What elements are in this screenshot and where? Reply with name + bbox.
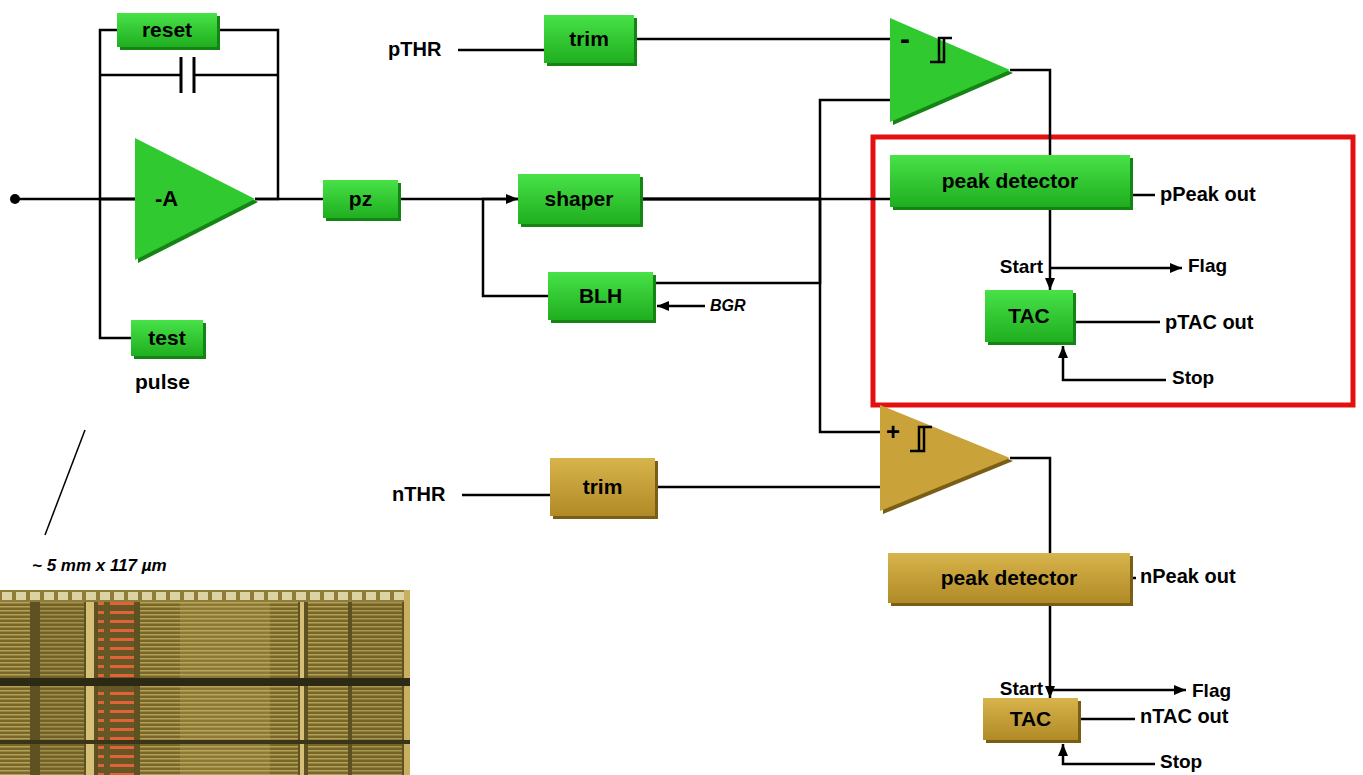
ntac-wire: [1078, 718, 1135, 721]
signal-label: ~ 5 mm x 117 µm: [32, 557, 167, 576]
chip-bus: [300, 602, 304, 775]
chip-cells: [98, 602, 134, 775]
node-label: +: [886, 419, 900, 445]
npeak-wire: [1130, 577, 1136, 580]
chip-band: [0, 678, 410, 686]
tac-box: TAC: [985, 290, 1073, 342]
triangle-fill: [135, 138, 255, 260]
node-label: trim: [569, 27, 609, 50]
signal-label: Start: [1000, 679, 1043, 700]
peak-detector-box: peak detector: [890, 155, 1130, 207]
cap-wire: [100, 74, 181, 77]
signal-label: nTAC out: [1140, 705, 1229, 727]
cap-wire: [194, 74, 278, 77]
signal-label: pTAC out: [1165, 311, 1254, 333]
chip-base: [0, 590, 410, 775]
chip-bus: [86, 602, 94, 775]
node-label: -A: [155, 187, 178, 211]
input-dot: [10, 194, 20, 204]
triangle-shape: [135, 138, 255, 260]
ptac-wire: [1073, 321, 1160, 324]
signal-wire: [1049, 207, 1052, 290]
chip-glow: [180, 602, 270, 775]
test-box: testpulse: [131, 320, 203, 356]
chip-stripes: [40, 602, 84, 775]
flag-arrow: [1050, 689, 1186, 692]
signal-label: pTHR: [388, 38, 441, 60]
node-label: test: [148, 326, 185, 349]
signal-wire: [255, 198, 323, 201]
chip-stripes: [308, 602, 348, 775]
bgr-arrow: [657, 305, 705, 308]
trim-box: trim: [550, 458, 655, 516]
tac-box: TAC: [983, 698, 1078, 740]
signal-label: nPeak out: [1140, 565, 1236, 587]
chip-stripes: [0, 602, 30, 775]
nthr-wire: [462, 494, 550, 497]
highlight-frame: [873, 137, 1353, 405]
signal-wire: [217, 30, 278, 199]
node-label: TAC: [1008, 304, 1050, 327]
stop-arrow: [1063, 744, 1155, 764]
flag-arrow: [1050, 267, 1182, 270]
triangle-fill: [890, 18, 1010, 122]
node-label: peak detector: [942, 169, 1079, 192]
signal-label: Flag: [1188, 256, 1227, 277]
hysteresis-symbol: [930, 38, 952, 62]
signal-label: Stop: [1172, 368, 1214, 389]
signal-wire: [655, 486, 880, 489]
chip-stripes: [352, 602, 402, 775]
chip-pads: [0, 590, 410, 602]
node-label: trim: [583, 475, 623, 498]
chip-photo: [0, 590, 410, 775]
pthr-wire: [458, 49, 544, 52]
node-label: reset: [142, 18, 192, 41]
peak-detector-box: peak detector: [888, 553, 1130, 603]
blh-box: BLH: [548, 272, 653, 320]
shaper-box: shaper: [518, 174, 640, 224]
node-label: BLH: [579, 284, 622, 307]
signal-wire: [640, 199, 880, 432]
cap-plate: [180, 57, 183, 93]
amplifier-triangle: -A: [135, 138, 255, 260]
signal-label: nTHR: [392, 483, 445, 505]
node-label: peak detector: [941, 566, 1078, 589]
chip-stripes: [140, 602, 298, 775]
signal-label: Stop: [1160, 752, 1202, 773]
signal-wire: [634, 38, 890, 41]
signal-wire: [100, 30, 135, 199]
pz-box: pz: [323, 180, 398, 218]
node-label: shaper: [545, 187, 614, 210]
signal-label: Flag: [1192, 681, 1231, 702]
feedback-capacitor: [100, 57, 278, 93]
signal-wire: [1010, 70, 1050, 155]
signal-wire: [640, 100, 890, 199]
triangle-fill: [880, 405, 1010, 511]
leader-line: [45, 430, 85, 535]
node-label: pz: [349, 187, 372, 210]
stop-arrow: [1063, 346, 1166, 380]
signal-label: BGR: [710, 297, 746, 315]
node-label: TAC: [1010, 707, 1052, 730]
signal-wire: [1049, 603, 1052, 698]
comparator-triangle: +: [880, 405, 1010, 511]
hysteresis-symbol: [910, 427, 932, 451]
comparator-triangle: -: [890, 18, 1010, 122]
signal-label: Start: [1000, 257, 1043, 278]
node-sublabel: pulse: [135, 370, 190, 393]
reset-box: reset: [117, 13, 217, 47]
trim-box: trim: [544, 15, 634, 63]
signal-wire: [1010, 458, 1050, 553]
ppeak-wire: [1130, 194, 1155, 197]
signal-wire: [640, 199, 820, 283]
node-label: -: [900, 22, 910, 55]
signal-wire: [100, 199, 135, 338]
chip-band: [0, 740, 410, 744]
signal-label: pPeak out: [1160, 183, 1256, 205]
